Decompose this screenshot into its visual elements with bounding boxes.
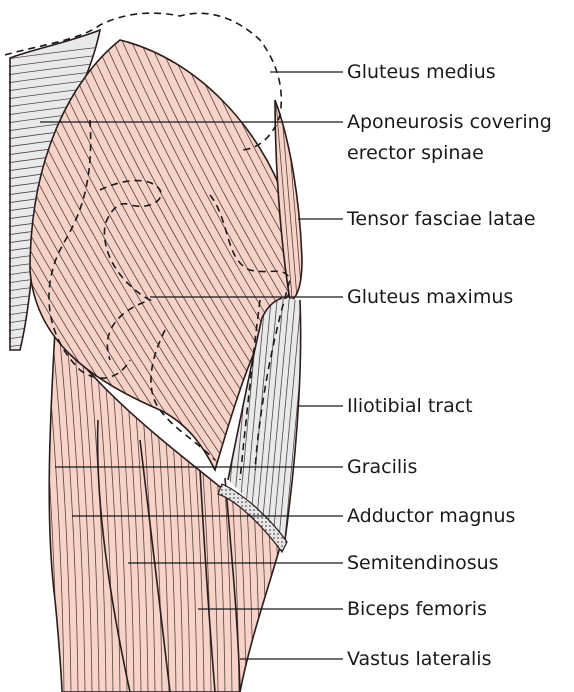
- label-aponeurosis-line-1: Aponeurosis covering: [347, 110, 552, 134]
- label-aponeurosis-line-2: erector spinae: [347, 141, 484, 165]
- label-biceps-femoris: Biceps femoris: [347, 597, 487, 621]
- label-gluteus-medius: Gluteus medius: [347, 60, 496, 84]
- tensor-fasciae-latae-fiber: [300, 90, 318, 310]
- tensor-fasciae-latae-fiber: [305, 90, 323, 310]
- label-semitendinosus: Semitendinosus: [347, 551, 499, 575]
- label-gluteus-maximus: Gluteus maximus: [347, 285, 513, 309]
- thigh-muscle-fiber: [30, 320, 50, 692]
- label-adductor-magnus: Adductor magnus: [347, 504, 515, 528]
- label-vastus-lateralis: Vastus lateralis: [347, 647, 491, 671]
- label-iliotibial-tract: Iliotibial tract: [347, 394, 473, 418]
- label-tensor-fasciae-latae: Tensor fasciae latae: [347, 207, 536, 231]
- tensor-fasciae-latae-fiber: [310, 90, 328, 310]
- label-gracilis: Gracilis: [347, 455, 417, 479]
